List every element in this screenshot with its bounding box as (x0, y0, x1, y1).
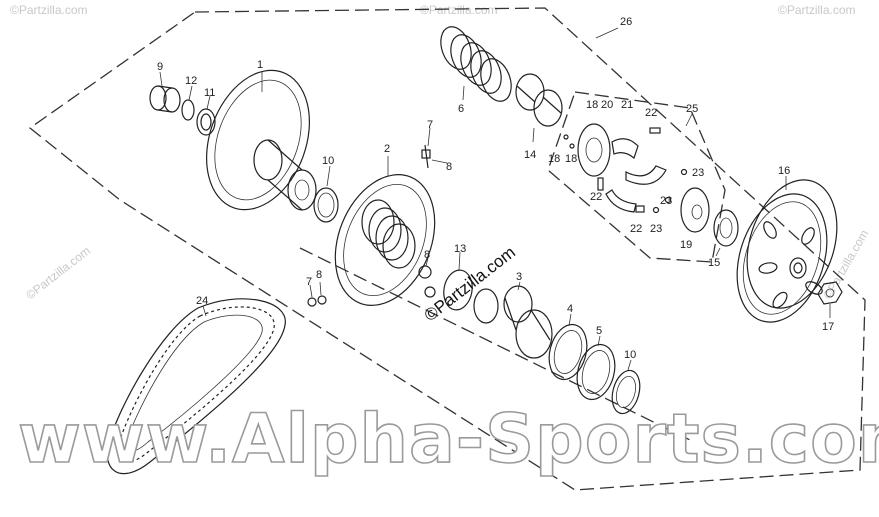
part-washer-15 (713, 209, 739, 257)
label-part-18-right: 18 (565, 153, 577, 165)
label-part-11: 11 (204, 87, 215, 99)
label-part-24: 24 (196, 295, 208, 307)
label-part-14: 14 (524, 149, 536, 161)
label-part-23-top: 23 (692, 167, 704, 179)
part-ring-5 (576, 335, 616, 401)
part-nut-17 (817, 281, 843, 318)
label-part-2: 2 (384, 143, 390, 155)
part-washer-10-lower (611, 359, 641, 415)
part-pin-7-lower (307, 281, 327, 307)
label-part-19: 19 (680, 239, 692, 251)
part-clutch-plate-20 (577, 123, 611, 177)
part-spring-22 (597, 127, 661, 213)
label-part-22-bottom: 22 (630, 223, 642, 235)
watermark-side-left: ©Partzilla.com (23, 244, 93, 303)
part-drive-belt-24 (106, 298, 286, 475)
label-part-18-left: 18 (548, 153, 560, 165)
part-ring-4 (548, 313, 588, 381)
part-clutch-drum-16 (736, 176, 838, 323)
label-part-22-left: 22 (590, 191, 602, 203)
part-bearing-11 (196, 95, 216, 136)
assembly-outline (28, 7, 866, 491)
watermark-main: www.Alpha-Sports.com (18, 400, 879, 479)
lower-outline (299, 247, 691, 441)
label-part-15: 15 (708, 257, 720, 269)
label-part-8-upper: 8 (446, 161, 452, 173)
part-spring-6 (440, 26, 512, 102)
label-part-3: 3 (516, 271, 522, 283)
part-clutch-shoe-21 (605, 138, 667, 213)
watermark-corner-topright: ©Partzilla.com (778, 3, 856, 17)
label-part-22-top: 22 (645, 107, 657, 119)
watermark-center: ©Partzilla.com (421, 243, 519, 326)
label-part-26: 26 (620, 16, 632, 28)
label-part-10-lower: 10 (624, 349, 636, 361)
label-part-12: 12 (185, 75, 197, 87)
part-driven-face-1 (206, 69, 317, 211)
label-part-8-center: 8 (424, 249, 430, 261)
label-part-9: 9 (157, 61, 163, 73)
label-part-17: 17 (822, 321, 834, 333)
label-part-1: 1 (257, 59, 263, 71)
leader-25 (685, 113, 693, 127)
label-part-7-lower: 7 (306, 276, 312, 288)
part-ring-13b (473, 288, 499, 324)
part-pins-23 (652, 168, 688, 214)
part-washer-10-upper (313, 165, 339, 223)
part-oring-13 (443, 251, 473, 311)
part-collar-3 (503, 281, 553, 359)
part-spring-seat-14 (515, 73, 563, 143)
part-fixed-sheave-2 (334, 156, 436, 306)
part-bushing-9 (149, 71, 181, 113)
part-drive-plate-19 (680, 187, 710, 233)
label-part-10-upper: 10 (322, 155, 334, 167)
watermark-corner-topcenter: ©Partzilla.com (420, 3, 498, 17)
leader-26 (595, 27, 619, 39)
watermark-corner-topleft: ©Partzilla.com (10, 3, 88, 17)
part-pins-18 (563, 134, 575, 149)
label-part-23-mid: 23 (660, 195, 672, 207)
label-part-25: 25 (686, 103, 698, 115)
part-circlip-12 (181, 85, 195, 121)
part-nut-8-center (418, 257, 436, 298)
label-part-20: 20 (601, 99, 613, 111)
label-part-6: 6 (458, 103, 464, 115)
label-part-23-bottom: 23 (650, 223, 662, 235)
label-part-21: 21 (621, 99, 633, 111)
label-part-7-upper: 7 (427, 119, 433, 131)
label-part-4: 4 (567, 303, 573, 315)
label-part-8-lower: 8 (316, 269, 322, 281)
label-part-18-top: 18 (586, 99, 598, 111)
watermark-side-right: ©Partzilla.com (820, 227, 871, 301)
label-part-13: 13 (454, 243, 466, 255)
label-part-5: 5 (596, 325, 602, 337)
part-pin-7-upper (421, 127, 448, 169)
label-part-16: 16 (778, 165, 790, 177)
